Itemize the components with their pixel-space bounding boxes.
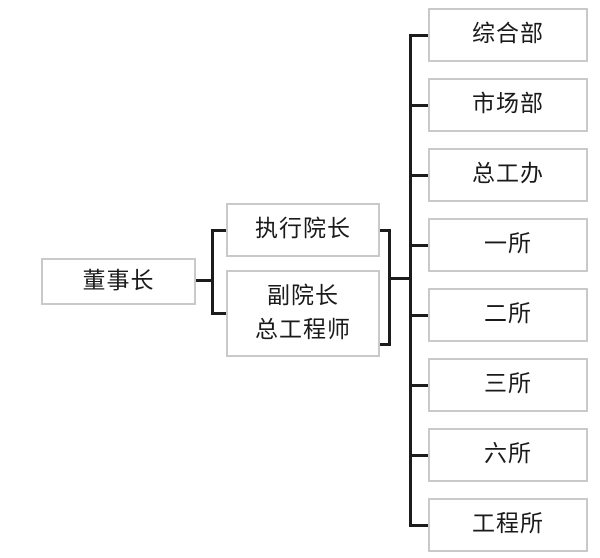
connector-vice-dean-out <box>380 343 391 346</box>
node-dept-7-label: 六所 <box>484 441 532 468</box>
node-dept-8-label: 工程所 <box>472 511 544 538</box>
node-dept-1-label: 综合部 <box>472 21 544 48</box>
node-dept-6-label: 三所 <box>484 371 532 398</box>
connector-to-dept-5 <box>409 314 430 317</box>
node-chairman[interactable]: 董事长 <box>41 258 196 305</box>
connector-to-dept-1 <box>409 34 430 37</box>
node-dept-3[interactable]: 总工办 <box>428 148 588 202</box>
connector-exec-dean-out <box>380 229 391 232</box>
connector-to-dept-8 <box>409 524 430 527</box>
node-chairman-label: 董事长 <box>82 267 155 294</box>
connector-department-trunk <box>409 34 412 526</box>
node-dept-3-label: 总工办 <box>472 161 544 188</box>
node-dept-6[interactable]: 三所 <box>428 358 588 412</box>
node-dept-2-label: 市场部 <box>472 91 544 118</box>
node-dept-4-label: 一所 <box>484 231 532 258</box>
connector-to-exec-dean <box>211 229 228 232</box>
node-dept-1[interactable]: 综合部 <box>428 8 588 62</box>
node-dept-5[interactable]: 二所 <box>428 288 588 342</box>
node-vice-dean-label-2: 总工程师 <box>255 316 351 343</box>
connector-to-dept-6 <box>409 384 430 387</box>
connector-to-dept-4 <box>409 244 430 247</box>
connector-left-bracket-trunk <box>211 229 214 315</box>
connector-to-dept-7 <box>409 454 430 457</box>
node-dept-4[interactable]: 一所 <box>428 218 588 272</box>
node-dept-5-label: 二所 <box>484 301 532 328</box>
node-exec-dean-label: 执行院长 <box>255 216 351 243</box>
node-dept-2[interactable]: 市场部 <box>428 78 588 132</box>
connector-leadership-merge <box>388 229 391 346</box>
node-dept-8[interactable]: 工程所 <box>428 498 588 552</box>
node-vice-dean-label: 副院长 <box>267 283 339 310</box>
connector-chairman-stub <box>196 279 214 282</box>
node-exec-dean[interactable]: 执行院长 <box>226 203 380 257</box>
node-vice-dean[interactable]: 副院长 总工程师 <box>226 270 380 357</box>
node-dept-7[interactable]: 六所 <box>428 428 588 482</box>
connector-to-dept-2 <box>409 104 430 107</box>
connector-leadership-to-trunk <box>388 277 412 280</box>
connector-to-dept-3 <box>409 174 430 177</box>
connector-to-vice-dean <box>211 312 228 315</box>
